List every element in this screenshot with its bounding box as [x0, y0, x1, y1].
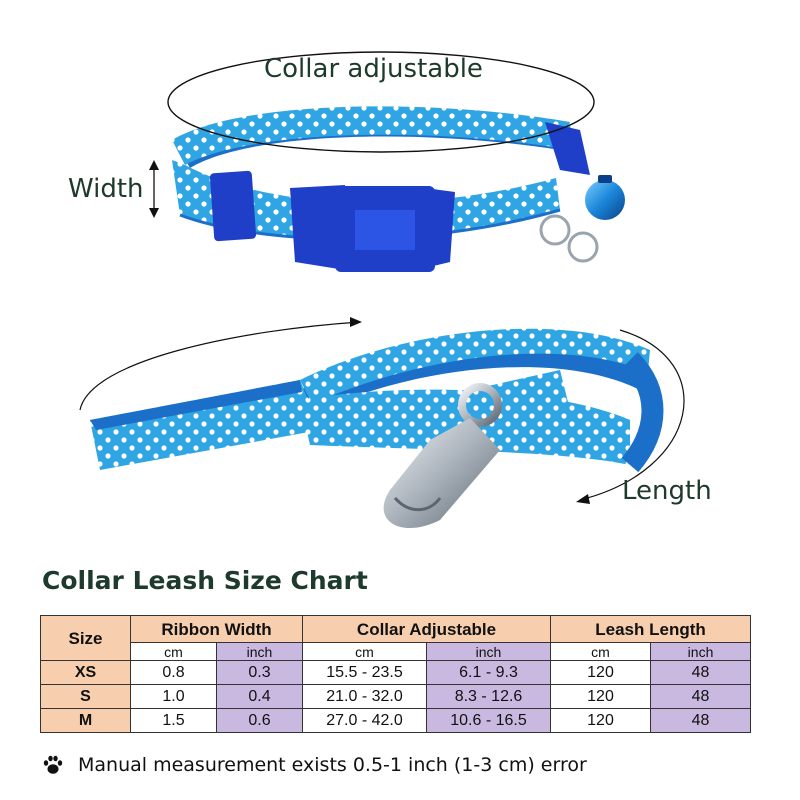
collar-cm-cell: 15.5 - 23.5	[302, 660, 427, 685]
leash-inch-cell: 48	[650, 684, 752, 709]
unit-cm: cm	[302, 642, 427, 661]
measurement-note: Manual measurement exists 0.5-1 inch (1-…	[42, 754, 587, 776]
ribbon-width-inch-cell: 0.6	[216, 708, 303, 733]
size-chart-table: Size Ribbon Width Collar Adjustable Leas…	[40, 615, 752, 733]
table-row: XS 0.8 0.3 15.5 - 23.5 6.1 - 9.3 120 48	[40, 660, 752, 685]
header-leash-length: Leash Length	[550, 615, 752, 643]
collar-inch-cell: 10.6 - 16.5	[425, 708, 552, 733]
leash-cm-cell: 120	[550, 684, 652, 709]
unit-cm: cm	[550, 642, 652, 661]
table-row: S 1.0 0.4 21.0 - 32.0 8.3 - 12.6 120 48	[40, 684, 752, 709]
note-text: Manual measurement exists 0.5-1 inch (1-…	[78, 754, 587, 776]
unit-cm: cm	[130, 642, 217, 661]
ribbon-width-inch-cell: 0.4	[216, 684, 303, 709]
paw-icon	[43, 755, 63, 774]
collar-image	[149, 51, 625, 272]
ribbon-width-cm-cell: 1.0	[130, 684, 217, 709]
collar-adjustable-label: Collar adjustable	[264, 54, 483, 84]
unit-inch: inch	[216, 642, 303, 661]
leash-inch-cell: 48	[650, 708, 752, 733]
header-collar-adjustable: Collar Adjustable	[301, 615, 552, 643]
size-chart-title: Collar Leash Size Chart	[42, 566, 368, 595]
header-size: Size	[40, 615, 131, 661]
collar-inch-cell: 8.3 - 12.6	[425, 684, 552, 709]
size-cell: S	[40, 684, 131, 709]
size-cell: XS	[40, 660, 131, 685]
collar-cm-cell: 21.0 - 32.0	[302, 684, 427, 709]
ribbon-width-inch-cell: 0.3	[216, 660, 303, 685]
leash-image	[79, 317, 685, 529]
width-label: Width	[68, 174, 144, 204]
table-row: M 1.5 0.6 27.0 - 42.0 10.6 - 16.5 120 48	[40, 708, 752, 733]
table-header-row: Size Ribbon Width Collar Adjustable Leas…	[40, 615, 752, 661]
length-label: Length	[622, 476, 712, 506]
collar-inch-cell: 6.1 - 9.3	[425, 660, 552, 685]
header-ribbon-width: Ribbon Width	[130, 615, 303, 643]
leash-cm-cell: 120	[550, 660, 652, 685]
leash-cm-cell: 120	[550, 708, 652, 733]
unit-inch: inch	[425, 642, 552, 661]
collar-cm-cell: 27.0 - 42.0	[302, 708, 427, 733]
table-unit-row: cm inch cm inch cm inch	[41, 642, 752, 661]
ribbon-width-cm-cell: 0.8	[130, 660, 217, 685]
leash-inch-cell: 48	[650, 660, 752, 685]
ribbon-width-cm-cell: 1.5	[130, 708, 217, 733]
unit-inch: inch	[650, 642, 752, 661]
size-cell: M	[40, 708, 131, 733]
